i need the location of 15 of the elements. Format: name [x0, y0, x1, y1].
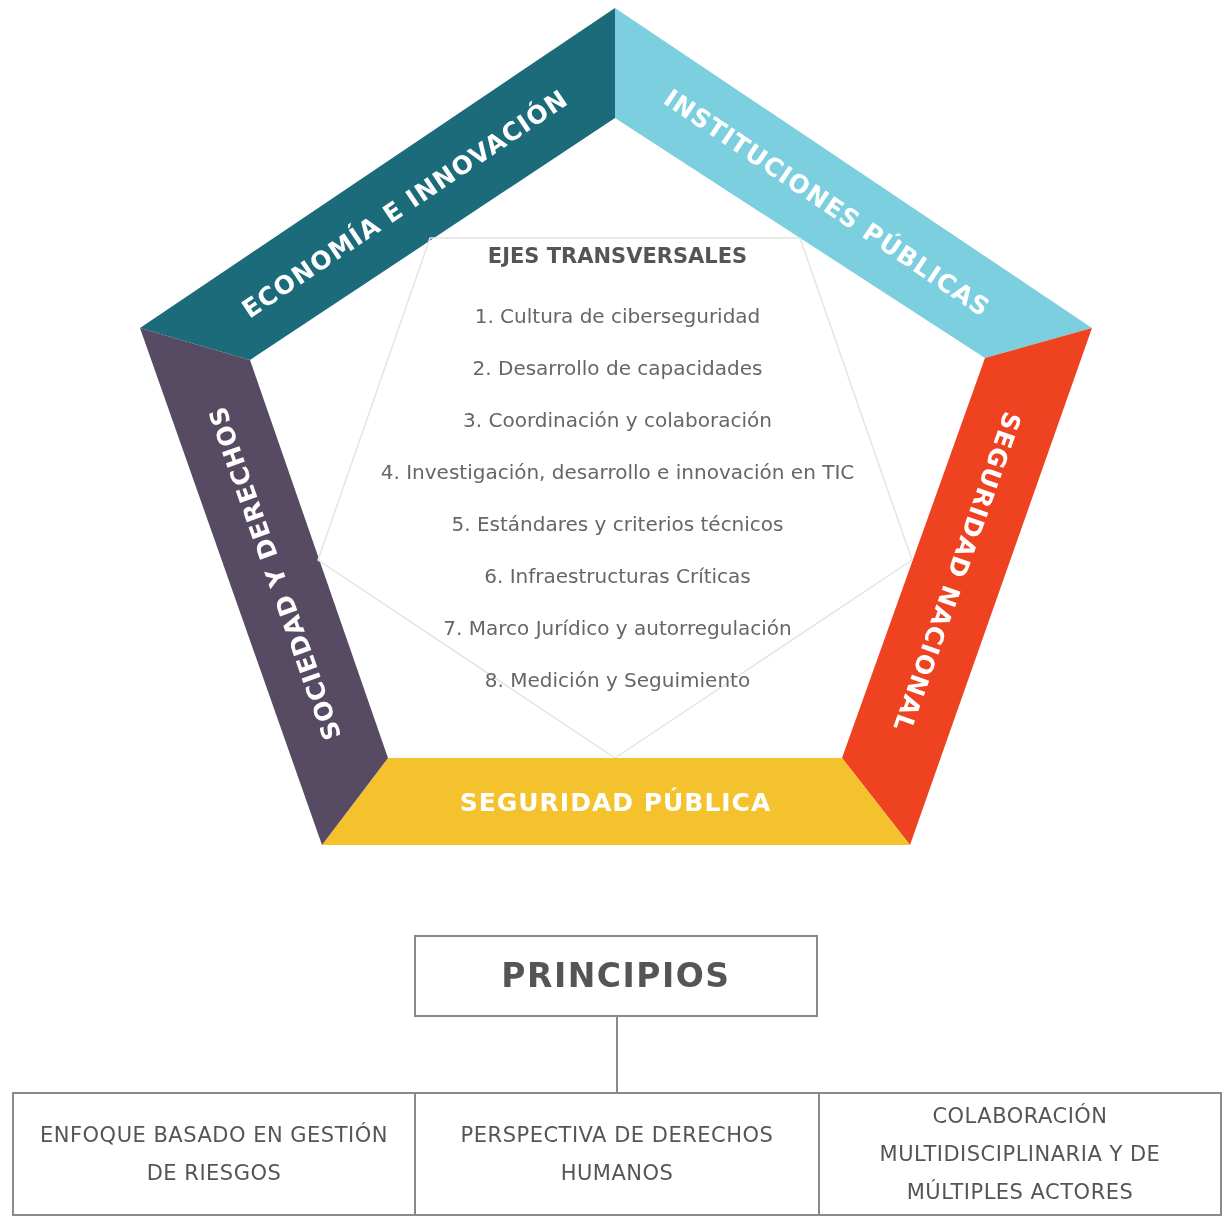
list-item: 1. Cultura de ciberseguridad [474, 303, 761, 330]
principle-box: ENFOQUE BASADO EN GESTIÓN DE RIESGOS [12, 1092, 416, 1216]
principle-box: PERSPECTIVA DE DERECHOS HUMANOS [414, 1092, 820, 1216]
list-item: 4. Investigación, desarrollo e innovación en TIC [380, 459, 855, 486]
section-heading: EJES TRANSVERSALES [487, 243, 748, 270]
list-item: 8. Medición y Seguimiento [484, 667, 751, 694]
list-item: 7. Marco Jurídico y autorregulación [443, 615, 792, 642]
list-item: 5. Estándares y criterios técnicos [451, 511, 784, 538]
connector-line [616, 1016, 618, 1093]
list-item: 6. Infraestructuras Críticas [484, 563, 751, 590]
list-item: 2. Desarrollo de capacidades [472, 355, 763, 382]
list-item: 3. Coordinación y colaboración [463, 407, 772, 434]
heading-box: PRINCIPIOS [414, 935, 818, 1017]
principle-box: COLABORACIÓN MULTIDISCIPLINARIA Y DE MÚLTIPLES ACTORES [818, 1092, 1222, 1216]
band-label: SEGURIDAD PÚBLICA [459, 787, 772, 816]
